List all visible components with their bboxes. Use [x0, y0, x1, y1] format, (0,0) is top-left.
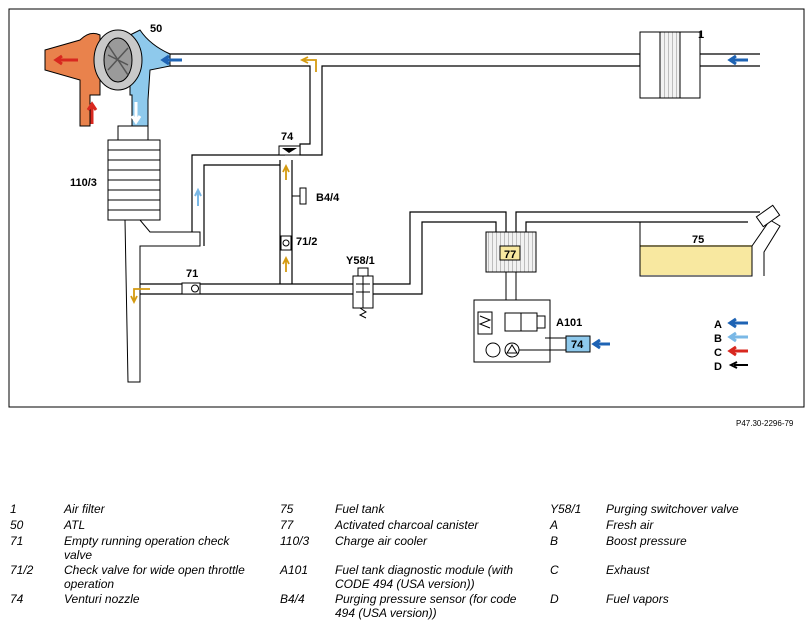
diagram: 1 50 74 110/3 B4/4 71/2 Y58/1 71 75 77 A…	[8, 8, 805, 408]
legend-code: 1	[10, 502, 17, 516]
legend-desc: Fuel tank diagnostic module (with CODE 4…	[335, 563, 514, 591]
label-venturi-box: 74	[571, 339, 584, 351]
legend-desc: Purging switchover valve	[606, 502, 739, 516]
check-valve-71	[181, 282, 201, 295]
label-check-valve-71-2: 71/2	[296, 236, 317, 248]
flow-arrows	[53, 54, 748, 350]
flow-legend-key-d: D	[714, 361, 722, 373]
label-venturi-top: 74	[281, 131, 294, 143]
check-valve-71-2	[280, 235, 292, 251]
legend-code: D	[550, 592, 559, 606]
label-turbocharger: 50	[150, 23, 162, 35]
legend-desc: Exhaust	[606, 563, 650, 577]
legend-code: A	[550, 518, 559, 532]
legend-code: Y58/1	[550, 502, 582, 516]
label-diagnostic-module: A101	[556, 317, 582, 329]
label-fuel-tank: 75	[692, 234, 704, 246]
venturi-nozzle	[278, 145, 301, 156]
flow-legend: A B C D	[714, 317, 748, 373]
flow-legend-key-a: A	[714, 319, 722, 331]
legend-code: 50	[10, 518, 24, 532]
purge-valve	[352, 267, 374, 319]
air-filter	[639, 31, 701, 99]
legend-desc: Air filter	[64, 502, 105, 516]
tank-vent-line	[515, 211, 760, 232]
legend-desc: ATL	[64, 518, 86, 532]
legend-code: 71/2	[10, 563, 34, 577]
label-charcoal-canister: 77	[504, 249, 516, 261]
boost-line	[140, 154, 360, 295]
legend-code: C	[550, 563, 559, 577]
legend-code: 77	[280, 518, 294, 532]
legend-desc: Fresh air	[606, 518, 654, 532]
flow-arrow-c	[727, 345, 748, 357]
charcoal-canister	[485, 231, 537, 273]
pressure-sensor	[292, 187, 307, 205]
label-pressure-sensor: B4/4	[316, 192, 340, 204]
label-check-valve-71: 71	[186, 268, 198, 280]
legend-desc: Activated charcoal canister	[335, 518, 479, 532]
legend-desc: Empty running operation check valve	[64, 534, 230, 562]
legend-desc: Boost pressure	[606, 534, 687, 548]
legend-code: 110/3	[280, 534, 310, 548]
legend-code: B	[550, 534, 559, 548]
legend-code: A101	[280, 563, 309, 577]
legend-code: 71	[10, 534, 24, 548]
label-charge-air-cooler: 110/3	[70, 177, 97, 189]
legend-code: B4/4	[280, 592, 305, 606]
legend-desc: Fuel vapors	[606, 592, 669, 606]
flow-arrow-a	[727, 317, 748, 329]
label-purge-valve: Y58/1	[346, 255, 375, 267]
label-air-filter: 1	[698, 29, 704, 41]
legend-desc: Charge air cooler	[335, 534, 428, 548]
flow-legend-key-b: B	[714, 333, 722, 345]
diagnostic-module	[473, 272, 591, 363]
flow-arrow-b	[727, 331, 748, 343]
flow-legend-key-c: C	[714, 347, 722, 359]
charge-air-cooler	[107, 125, 201, 383]
legend-code: 75	[280, 502, 294, 516]
figure-reference: P47.30-2296-79	[736, 419, 794, 428]
legend-desc: Check valve for wide open throttle opera…	[64, 563, 245, 591]
legend-desc: Purging pressure sensor (for code 494 (U…	[335, 592, 517, 620]
legend-desc: Fuel tank	[335, 502, 385, 516]
legend-code: 74	[10, 592, 24, 606]
purge-line	[373, 211, 507, 295]
fuel-tank	[639, 204, 781, 277]
legend-desc: Venturi nozzle	[64, 592, 140, 606]
flow-arrow-d	[728, 361, 748, 369]
